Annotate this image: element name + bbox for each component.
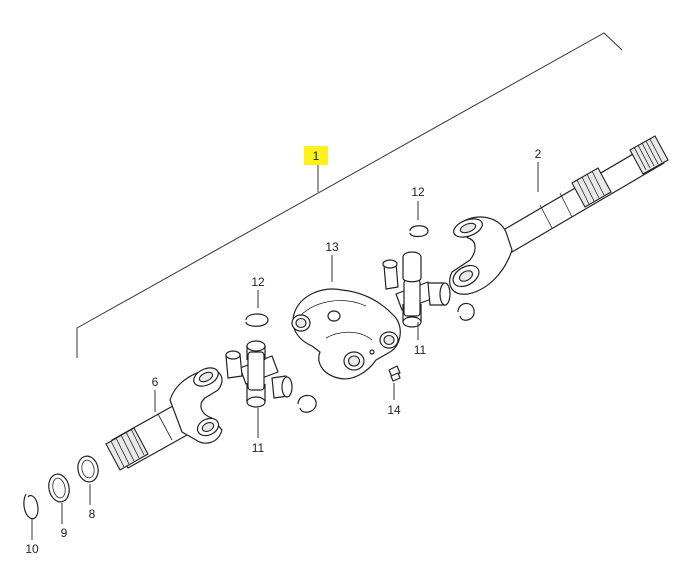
universal-joint-cross-right — [382, 251, 451, 340]
callout-9: 9 — [61, 526, 68, 540]
assembly-bracket — [76, 32, 623, 358]
grease-fitting — [388, 365, 401, 400]
callout-14: 14 — [387, 403, 401, 417]
callout-2: 2 — [535, 147, 542, 161]
snap-ring-upper — [409, 201, 429, 238]
axle-shaft-short — [105, 367, 223, 471]
callout-6: 6 — [152, 375, 159, 389]
axle-shaft-long — [449, 135, 669, 295]
retaining-ring — [23, 493, 39, 540]
lock-washer — [77, 455, 99, 505]
callout-13: 13 — [325, 240, 339, 254]
center-coupler-yoke — [291, 288, 401, 380]
callout-12-upper: 12 — [411, 185, 425, 199]
callout-1: 1 — [313, 149, 320, 163]
universal-joint-cross-left — [225, 340, 293, 438]
callout-8: 8 — [89, 507, 96, 521]
snap-ring-left — [297, 394, 317, 413]
callout-12-middle: 12 — [251, 275, 265, 289]
callout-10: 10 — [25, 542, 39, 556]
snap-ring-right — [457, 302, 475, 321]
callout-11-right: 11 — [414, 343, 427, 357]
callout-11-left: 11 — [252, 441, 265, 455]
thrust-washer — [48, 473, 70, 524]
callout-1-highlight — [304, 146, 328, 165]
snap-ring-middle — [245, 290, 269, 327]
